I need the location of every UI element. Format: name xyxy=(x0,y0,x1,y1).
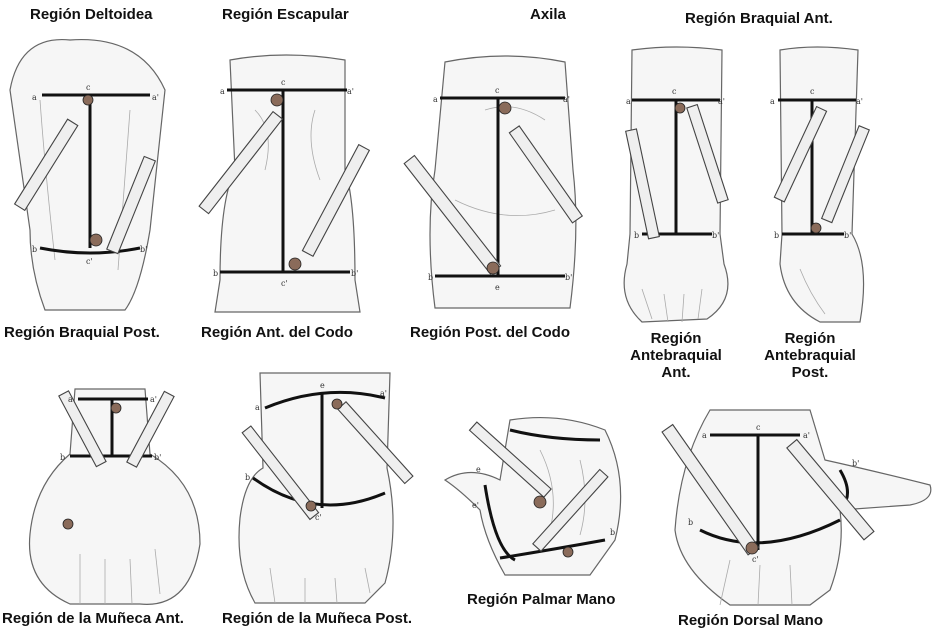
illustration-antebraquial-post: a a' c b b' xyxy=(760,44,870,328)
point-label-b-prime: b' xyxy=(154,453,161,462)
title-region-braquial-post: Región Braquial Post. xyxy=(4,324,160,341)
title-region-escapular: Región Escapular xyxy=(222,6,349,23)
point-label-b: b xyxy=(688,518,693,527)
point-label-a: a xyxy=(702,431,707,440)
illustration-muneca-ant: a a' b b' xyxy=(20,384,210,609)
point-label-c: c xyxy=(756,423,761,432)
title-region-post-codo: Región Post. del Codo xyxy=(410,324,570,341)
illustration-antebraquial-ant: a a' c b b' xyxy=(612,44,740,328)
point-label-c-prime: c' xyxy=(86,257,93,266)
point-label-b: b xyxy=(634,231,639,240)
illustration-braquial-post: a a' c b b' c' xyxy=(0,30,180,315)
point-label-b: b xyxy=(610,528,615,537)
point-label-b: b xyxy=(245,473,250,482)
point-label-a: a xyxy=(255,403,260,412)
point-label-a: a xyxy=(220,87,225,96)
point-label-b-prime: b' xyxy=(712,231,719,240)
title-axila: Axila xyxy=(530,6,566,23)
point-label-a-prime: a' xyxy=(856,97,863,106)
point-label-e: e xyxy=(476,465,481,474)
point-label-c-prime: c' xyxy=(752,555,759,564)
point-label-e-prime: e' xyxy=(472,501,479,510)
point-label-c: c xyxy=(672,87,677,96)
point-label-b: b xyxy=(32,245,37,254)
illustration-muneca-post: a a' e b c' xyxy=(225,368,425,608)
title-region-muneca-post: Región de la Muñeca Post. xyxy=(222,610,413,627)
point-label-a-prime: a' xyxy=(150,395,157,404)
point-label-a: a xyxy=(770,97,775,106)
title-region-dorsal-mano: Región Dorsal Mano xyxy=(678,612,824,629)
point-label-a-prime: a' xyxy=(718,97,725,106)
point-label-a-prime: a' xyxy=(563,95,570,104)
point-label-c: c xyxy=(810,87,815,96)
point-label-c-prime: c' xyxy=(281,279,288,288)
title-region-braquial-ant: Región Braquial Ant. xyxy=(685,10,833,27)
point-label-a: a xyxy=(433,95,438,104)
point-label-c: c xyxy=(86,83,91,92)
point-label-a: a xyxy=(626,97,631,106)
point-label-b: b xyxy=(774,231,779,240)
point-label-c: c xyxy=(281,78,286,87)
title-region-antebraquial-ant: Región Antebraquial Ant. xyxy=(630,330,722,381)
point-label-b-prime: b' xyxy=(140,245,147,254)
point-label-b-prime: b' xyxy=(351,269,358,278)
title-region-muneca-ant: Región de la Muñeca Ant. xyxy=(2,610,184,627)
point-label-c-prime: c' xyxy=(315,513,322,522)
title-region-antebraquial-post: Región Antebraquial Post. xyxy=(764,330,856,381)
point-label-a-prime: a' xyxy=(380,389,387,398)
point-label-e: e xyxy=(320,381,325,390)
title-region-palmar-mano: Región Palmar Mano xyxy=(467,591,616,608)
point-label-b: b xyxy=(60,453,65,462)
point-label-c: c xyxy=(495,86,500,95)
illustration-palmar-mano: e e' b xyxy=(440,410,630,590)
point-label-a: a xyxy=(68,395,73,404)
point-label-a-prime: a' xyxy=(803,431,810,440)
point-label-e: e xyxy=(495,283,500,292)
point-label-b-prime: b' xyxy=(844,231,851,240)
point-label-a-prime: a' xyxy=(347,87,354,96)
title-region-ant-codo: Región Ant. del Codo xyxy=(201,324,353,341)
title-region-deltoidea: Región Deltoidea xyxy=(30,6,153,23)
illustration-dorsal-mano: a a' c b b' c' xyxy=(640,400,938,610)
illustration-post-codo: a a' c b b' e xyxy=(395,50,610,312)
point-label-a-prime: a' xyxy=(152,93,159,102)
point-label-b: b xyxy=(428,273,433,282)
point-label-b-prime: b' xyxy=(565,273,572,282)
point-label-a: a xyxy=(32,93,37,102)
point-label-b: b xyxy=(213,269,218,278)
point-label-b-prime: b' xyxy=(852,459,859,468)
illustration-ant-codo: a a' c b b' c' xyxy=(195,50,380,315)
